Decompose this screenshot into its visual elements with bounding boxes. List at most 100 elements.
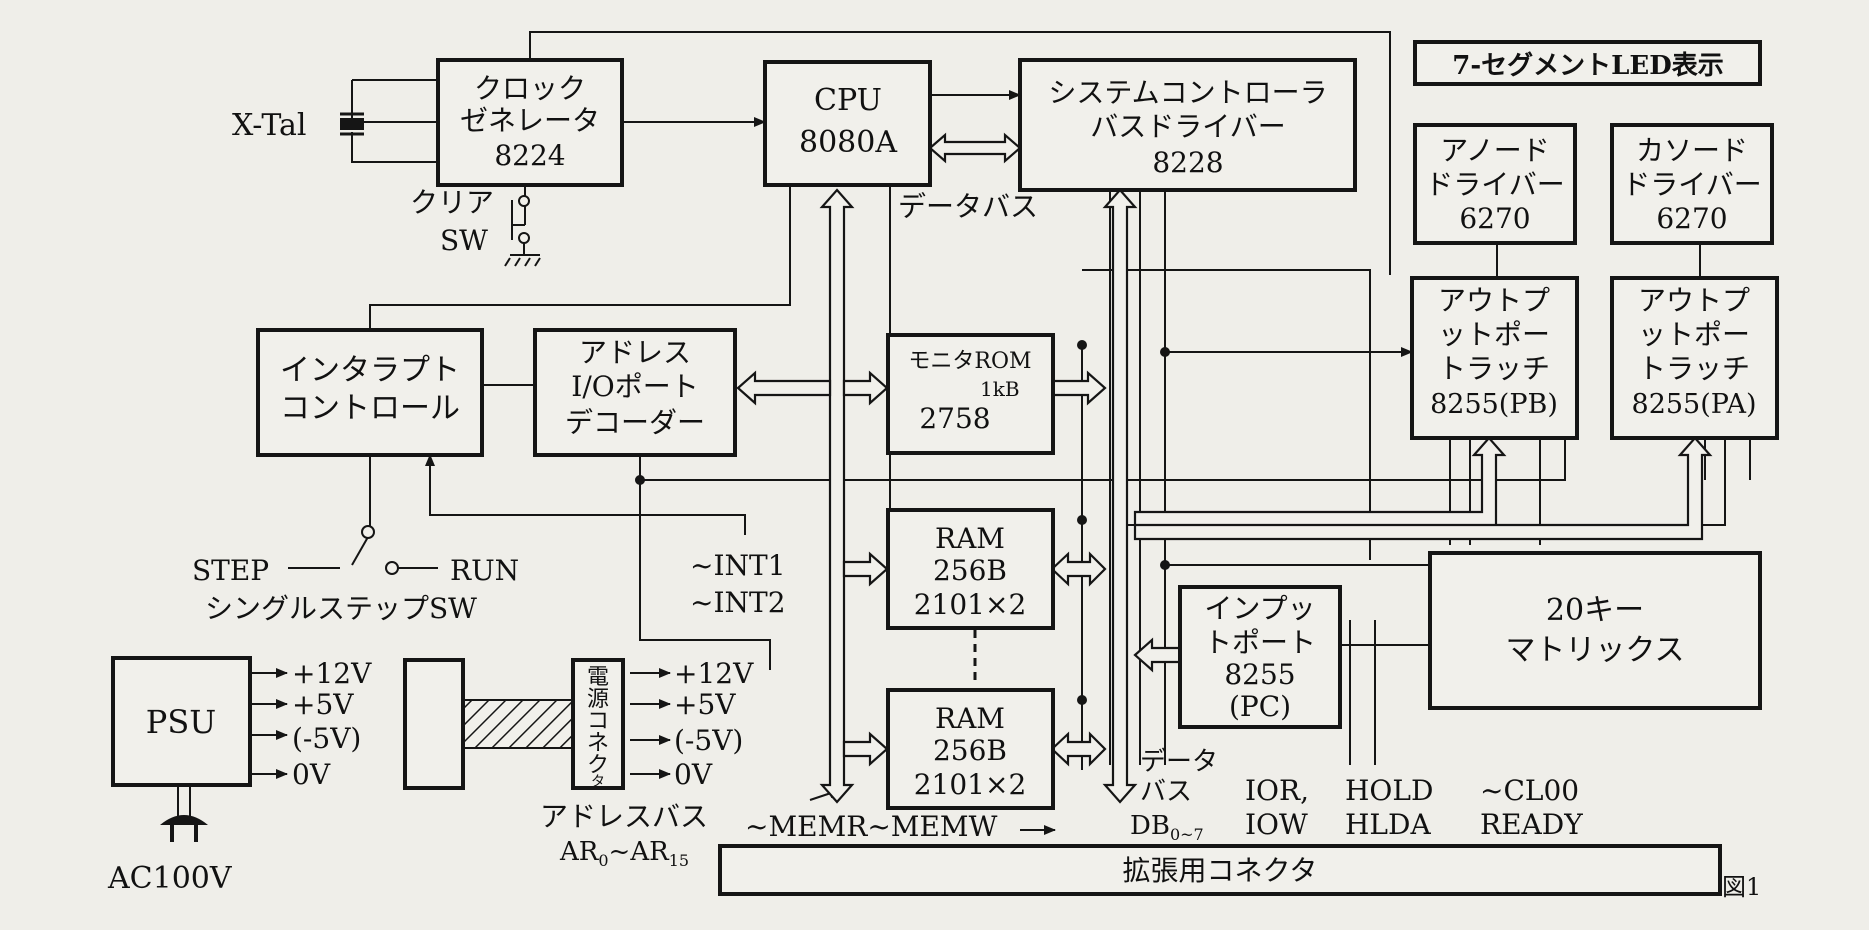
svg-text:X-Tal: X-Tal: [232, 108, 307, 143]
svg-text:~MEMR~MEMW: ~MEMR~MEMW: [745, 810, 998, 843]
svg-text:ドライバー: ドライバー: [1622, 168, 1761, 201]
svg-text:8080A: 8080A: [799, 125, 897, 160]
interrupt-control-block: インタラプト コントロール: [256, 328, 484, 457]
svg-text:データバス: データバス: [898, 190, 1038, 223]
svg-text:ットポー: ットポー: [1638, 318, 1750, 351]
svg-text:2758: 2758: [919, 402, 990, 435]
svg-text:RAM: RAM: [935, 702, 1005, 735]
svg-text:(-5V): (-5V): [292, 722, 361, 755]
svg-text:アウトプ: アウトプ: [1638, 284, 1750, 317]
cathode-driver-block: カソード ドライバー 6270: [1610, 123, 1774, 245]
svg-text:8255: 8255: [1224, 658, 1295, 691]
svg-text:ネ: ネ: [587, 731, 609, 756]
expansion-connector-block: 拡張用コネクタ: [718, 844, 1722, 896]
svg-text:256B: 256B: [933, 554, 1007, 587]
svg-text:AR0~AR15: AR0~AR15: [559, 837, 689, 870]
svg-text:アウトプ: アウトプ: [1438, 284, 1550, 317]
svg-text:モニタROM: モニタROM: [908, 349, 1031, 374]
svg-text:6270: 6270: [1459, 202, 1530, 235]
svg-text:8255(PA): 8255(PA): [1632, 389, 1757, 420]
svg-text:データ: データ: [1140, 747, 1218, 777]
svg-text:電: 電: [587, 665, 609, 690]
svg-text:クロック: クロック: [474, 72, 586, 105]
svg-text:アノード: アノード: [1440, 134, 1549, 167]
svg-text:カソード: カソード: [1636, 134, 1748, 167]
svg-text:アドレスバス: アドレスバス: [540, 800, 708, 833]
bus-arrows: [736, 132, 1713, 804]
svg-text:7-セグメントLED表示: 7-セグメントLED表示: [1452, 51, 1724, 81]
svg-text:8224: 8224: [494, 139, 565, 172]
svg-text:2101×2: 2101×2: [914, 588, 1027, 621]
svg-text:シングルステップSW: シングルステップSW: [205, 592, 477, 625]
svg-text:トポート: トポート: [1204, 626, 1316, 659]
cpu-block: CPU 8080A: [763, 60, 932, 187]
svg-text:2101×2: 2101×2: [914, 768, 1027, 801]
svg-text:READY: READY: [1480, 808, 1583, 841]
svg-text:SW: SW: [440, 224, 488, 257]
svg-text:~INT2: ~INT2: [690, 586, 786, 619]
svg-text:256B: 256B: [933, 734, 1007, 767]
power-connector-block: 電 源 コ ネ ク タ: [403, 658, 625, 790]
svg-text:マトリックス: マトリックス: [1505, 633, 1684, 668]
svg-text:~CL00: ~CL00: [1480, 774, 1579, 807]
clock-generator-block: クロック ゼネレータ 8224: [436, 58, 624, 187]
svg-text:1kB: 1kB: [980, 377, 1020, 401]
svg-text:図1: 図1: [1722, 873, 1761, 901]
svg-text:(PC): (PC): [1229, 690, 1291, 723]
svg-text:+12V: +12V: [674, 657, 754, 690]
svg-text:インタラプト: インタラプト: [280, 353, 460, 388]
svg-text:(-5V): (-5V): [674, 724, 743, 757]
svg-text:0V: 0V: [674, 758, 713, 791]
svg-text:I/Oポート: I/Oポート: [571, 370, 698, 403]
svg-text:デコーダー: デコーダー: [565, 406, 705, 439]
system-controller-block: システムコントローラ バスドライバー 8228: [1018, 58, 1357, 192]
svg-text:クリア: クリア: [410, 186, 494, 219]
svg-text:IOR,: IOR,: [1245, 774, 1309, 807]
anode-driver-block: アノード ドライバー 6270: [1413, 123, 1577, 245]
svg-text:AC100V: AC100V: [107, 861, 233, 896]
svg-text:インプッ: インプッ: [1204, 592, 1315, 625]
svg-text:ットポー: ットポー: [1438, 318, 1550, 351]
led-display-block: 7-セグメントLED表示: [1413, 40, 1762, 86]
svg-text:8228: 8228: [1152, 146, 1223, 179]
svg-text:+5V: +5V: [674, 688, 736, 721]
svg-text:ゼネレータ: ゼネレータ: [460, 104, 600, 137]
key-matrix-block: 20キー マトリックス: [1428, 551, 1762, 710]
output-latch-pb-block: アウトプ ットポー トラッチ 8255(PB): [1410, 276, 1579, 440]
svg-text:アドレス: アドレス: [579, 336, 691, 369]
svg-text:拡張用コネクタ: 拡張用コネクタ: [1123, 854, 1318, 887]
svg-text:ク: ク: [587, 753, 609, 778]
svg-text:20キー: 20キー: [1546, 593, 1644, 628]
svg-text:源: 源: [587, 687, 609, 712]
ram1-block: RAM 256B 2101×2: [886, 508, 1055, 630]
svg-text:システムコントローラ: システムコントローラ: [1048, 76, 1327, 109]
svg-text:+5V: +5V: [292, 688, 354, 721]
svg-text:タ: タ: [591, 774, 605, 790]
svg-text:バス: バス: [1140, 777, 1192, 807]
svg-text:IOW: IOW: [1245, 808, 1308, 841]
input-port-block: インプッ トポート 8255 (PC): [1178, 585, 1342, 729]
svg-text:コ: コ: [587, 709, 609, 734]
svg-text:8255(PB): 8255(PB): [1430, 389, 1558, 420]
svg-text:RUN: RUN: [450, 554, 519, 587]
output-latch-pa-block: アウトプ ットポー トラッチ 8255(PA): [1610, 276, 1779, 440]
svg-text:DB0~7: DB0~7: [1130, 811, 1204, 844]
svg-text:6270: 6270: [1656, 202, 1727, 235]
labels: X-Tal クリア SW データバス STEP RUN シングルステップSW ~…: [107, 108, 1761, 901]
svg-text:バスドライバー: バスドライバー: [1090, 110, 1285, 143]
svg-text:0V: 0V: [292, 758, 331, 791]
psu-block: PSU: [111, 656, 252, 787]
svg-text:STEP: STEP: [192, 554, 269, 587]
svg-text:CPU: CPU: [814, 83, 882, 118]
address-decoder-block: アドレス I/Oポート デコーダー: [533, 328, 737, 457]
svg-text:HOLD: HOLD: [1345, 774, 1433, 807]
ram2-block: RAM 256B 2101×2: [886, 688, 1055, 810]
svg-text:~INT1: ~INT1: [690, 549, 786, 582]
monitor-rom-block: モニタROM 1kB 2758: [886, 333, 1055, 455]
svg-text:トラッチ: トラッチ: [1638, 352, 1750, 385]
svg-text:トラッチ: トラッチ: [1438, 352, 1550, 385]
svg-text:RAM: RAM: [935, 522, 1005, 555]
svg-text:+12V: +12V: [292, 657, 372, 690]
svg-text:ドライバー: ドライバー: [1425, 168, 1564, 201]
